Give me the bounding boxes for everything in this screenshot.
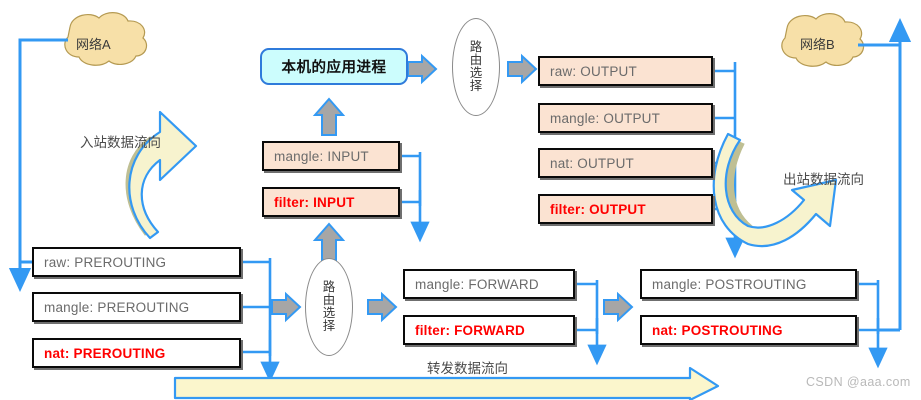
routing-decision-prerouting-char-3: 择 [322, 319, 336, 334]
chain-box-nat-postrouting[interactable]: nat: POSTROUTING [640, 315, 857, 345]
chain-box-nat-postrouting-label: nat: POSTROUTING [652, 322, 783, 338]
inbound-flow-label: 入站数据流向 [80, 135, 161, 150]
chain-box-mangle-postrouting[interactable]: mangle: POSTROUTING [640, 269, 857, 299]
chain-box-filter-input[interactable]: filter: INPUT [262, 187, 400, 217]
chain-box-mangle-forward[interactable]: mangle: FORWARD [403, 269, 575, 299]
chain-box-filter-output[interactable]: filter: OUTPUT [538, 194, 713, 224]
chain-box-mangle-output[interactable]: mangle: OUTPUT [538, 103, 713, 133]
postrouting-bus [857, 280, 880, 334]
chain-box-filter-output-label: filter: OUTPUT [550, 201, 646, 217]
chain-box-mangle-input-label: mangle: INPUT [274, 148, 369, 164]
routing-decision-prerouting[interactable]: 路 由 选 择 [305, 258, 353, 356]
arrow-forward-to-postrouting [603, 291, 634, 323]
prerouting-bus [241, 258, 272, 356]
chain-box-raw-output-label: raw: OUTPUT [550, 63, 637, 79]
chain-box-raw-prerouting[interactable]: raw: PREROUTING [32, 247, 241, 277]
chain-box-raw-prerouting-label: raw: PREROUTING [44, 254, 167, 270]
csdn-watermark: CSDN @aaa.com [806, 375, 911, 389]
forward-flow-label: 转发数据流向 [427, 361, 508, 376]
chain-box-mangle-input[interactable]: mangle: INPUT [262, 141, 400, 171]
routing-decision-output[interactable]: 路 由 选 择 [452, 18, 500, 116]
arrow-prerouting-to-routing [271, 291, 302, 323]
arrow-process-to-routing [407, 53, 438, 85]
forward-bus [575, 280, 599, 334]
routing-decision-output-char-3: 择 [469, 79, 483, 94]
arrow-routing-to-forward [367, 291, 398, 323]
chain-box-mangle-forward-label: mangle: FORWARD [415, 276, 539, 292]
inbound-trunk-line [18, 38, 68, 264]
chain-box-raw-output[interactable]: raw: OUTPUT [538, 56, 713, 86]
routing-decision-prerouting-char-1: 由 [322, 292, 336, 307]
arrow-input-up-to-process [312, 97, 346, 136]
chain-box-nat-output[interactable]: nat: OUTPUT [538, 148, 713, 178]
outbound-flow-curve [712, 132, 838, 248]
routing-decision-prerouting-char-0: 路 [322, 279, 336, 294]
outbound-flow-label: 出站数据流向 [783, 172, 864, 187]
chain-box-nat-output-label: nat: OUTPUT [550, 155, 634, 171]
outbound-trunk-line [858, 43, 902, 330]
arrow-routing-up-to-input [312, 222, 346, 261]
chain-box-nat-prerouting-label: nat: PREROUTING [44, 345, 166, 361]
chain-box-nat-prerouting[interactable]: nat: PREROUTING [32, 338, 241, 368]
input-bus [400, 152, 422, 206]
routing-decision-output-char-1: 由 [469, 52, 483, 67]
chain-box-filter-forward-label: filter: FORWARD [415, 322, 525, 338]
output-bus [713, 62, 737, 213]
chain-box-mangle-postrouting-label: mangle: POSTROUTING [652, 276, 807, 292]
chain-box-mangle-prerouting-label: mangle: PREROUTING [44, 299, 190, 315]
chain-box-mangle-prerouting[interactable]: mangle: PREROUTING [32, 292, 241, 322]
routing-decision-output-char-0: 路 [469, 39, 483, 54]
cloud-network-a-label: 网络A [76, 37, 111, 52]
chain-box-mangle-output-label: mangle: OUTPUT [550, 110, 661, 126]
chain-box-filter-forward[interactable]: filter: FORWARD [403, 315, 575, 345]
arrow-routing-to-output [507, 53, 538, 85]
local-application-process-label: 本机的应用进程 [281, 60, 387, 76]
routing-decision-output-char-2: 选 [469, 66, 483, 80]
routing-decision-prerouting-char-2: 选 [322, 306, 336, 320]
local-application-process-box[interactable]: 本机的应用进程 [260, 48, 408, 85]
chain-box-filter-input-label: filter: INPUT [274, 194, 355, 210]
cloud-network-b-label: 网络B [800, 37, 835, 52]
